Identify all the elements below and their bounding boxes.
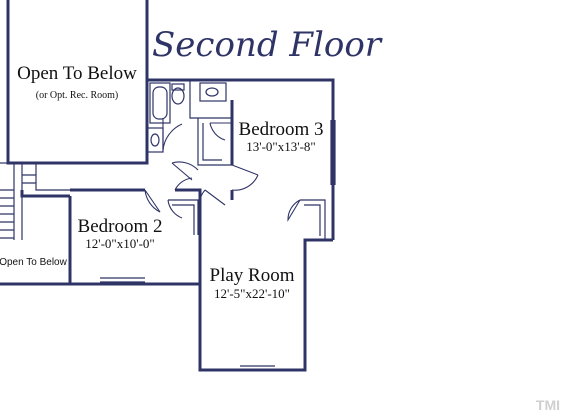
bathtub-icon xyxy=(149,82,171,124)
open-to-below-area: Open To Below (or Opt. Rec. Room) xyxy=(0,0,149,165)
open-to-below-small-label: Open To Below xyxy=(0,257,68,268)
play-room-label: Play Room xyxy=(210,265,295,286)
bedroom-3-label: Bedroom 3 xyxy=(239,119,324,140)
bedroom-3-area: Bedroom 3 13'-0"x13'-8" xyxy=(197,100,336,200)
bedroom-2-area: Bedroom 2 12'-0"x10'-0" xyxy=(70,188,202,286)
bath-area xyxy=(146,78,335,240)
bedroom-2-label: Bedroom 2 xyxy=(78,216,163,237)
toilet-icon xyxy=(171,87,185,105)
open-to-below-label: Open To Below xyxy=(17,63,137,84)
bedroom-3-dims: 13'-0"x13'-8" xyxy=(246,139,315,154)
hall-doors xyxy=(171,161,226,214)
stair-area xyxy=(0,163,70,240)
play-room-dims: 12'-5"x22'-10" xyxy=(214,286,290,301)
sink-icon xyxy=(199,82,227,102)
sink-icon-2 xyxy=(150,133,160,147)
bedroom-2-dims: 12'-0"x10'-0" xyxy=(85,236,154,251)
open-to-below-note: (or Opt. Rec. Room) xyxy=(36,90,119,101)
watermark-logo: TMI xyxy=(536,397,560,413)
play-room-area: Play Room 12'-5"x22'-10" xyxy=(198,199,333,372)
floor-title: Second Floor xyxy=(152,25,383,65)
open-to-below-small-area: Open To Below xyxy=(0,196,72,286)
